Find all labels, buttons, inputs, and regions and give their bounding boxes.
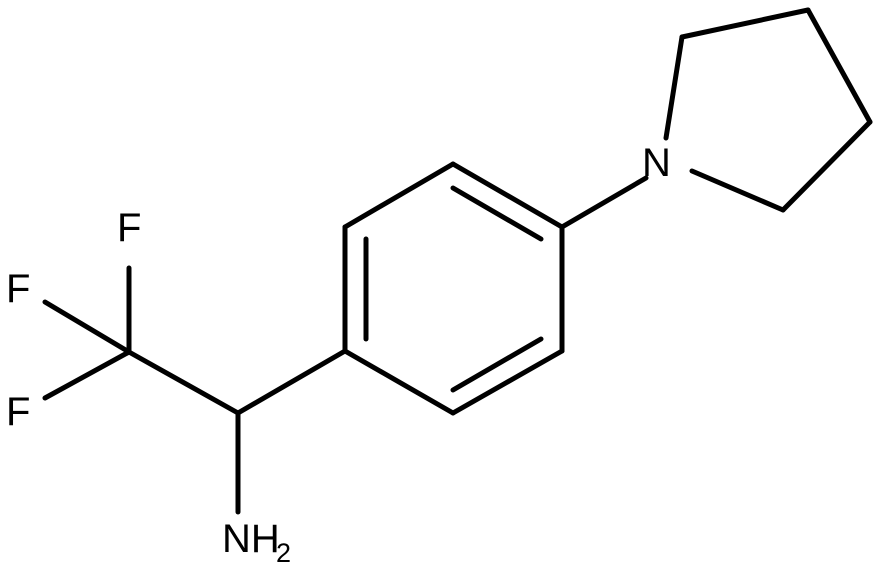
bond-cf3-to-alpha-carbon <box>126 349 241 416</box>
pyrrolidine-bond-c5-to-n <box>689 168 786 213</box>
bond-alpha-carbon-to-ring <box>235 348 348 416</box>
bond-ring-to-nitrogen <box>559 175 649 230</box>
atom-label-amine-subscript: 2 <box>276 538 291 568</box>
ring-bond-5-inner <box>450 336 544 393</box>
atom-label-nitrogen: N <box>642 141 671 185</box>
pyrrolidine-bond-c4-to-c5 <box>780 119 873 213</box>
ring-bond-2 <box>342 161 456 230</box>
ring-bond-3-inner <box>450 185 544 242</box>
ring-bond-3 <box>450 161 565 230</box>
bond-cf3-to-f-bottom <box>42 349 132 401</box>
pyrrolidine-bond-c2-to-c3 <box>679 7 811 40</box>
pyrrolidine-bond-n-to-c2 <box>663 34 685 141</box>
atom-label-f-bottom: F <box>6 390 30 434</box>
atom-label-f-left: F <box>6 267 30 311</box>
ring-bond-6 <box>342 348 456 416</box>
ring-bond-5 <box>450 348 565 416</box>
bond-cf3-to-f-left <box>42 299 132 355</box>
atom-label-amine: NH <box>222 517 280 561</box>
pyrrolidine-bond-c3-to-c4 <box>805 7 873 125</box>
atom-label-f-top: F <box>117 206 141 250</box>
